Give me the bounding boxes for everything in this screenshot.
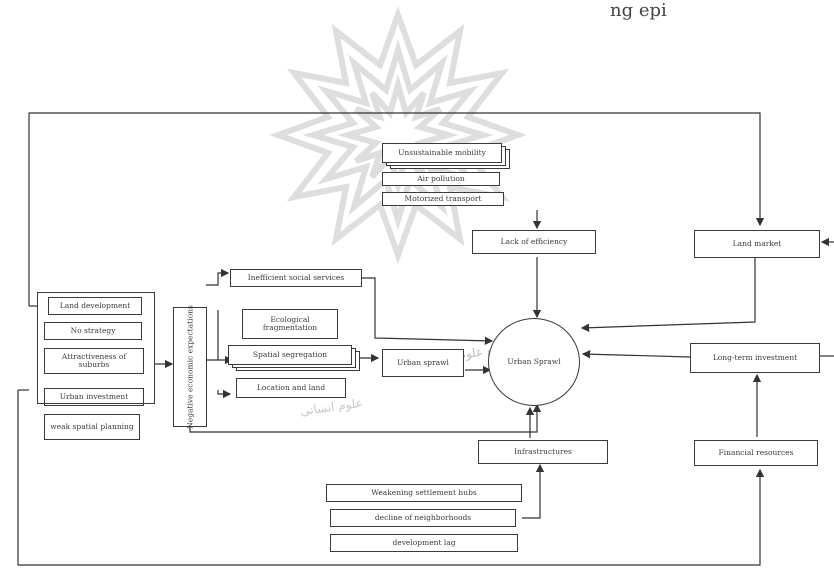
node-attractiveness: Attractiveness of suburbs	[44, 348, 144, 374]
node-ecological-fragmentation: Ecological fragmentation	[242, 309, 338, 339]
node-land-market: Land market	[694, 230, 820, 258]
node-long-term-investment: Long-term investment	[690, 343, 820, 373]
node-financial-resources: Financial resources	[694, 440, 818, 466]
node-negative-economic-expectations: Negative economic expectations	[173, 305, 207, 429]
node-development-lag: development lag	[330, 534, 518, 552]
node-air-pollution: Air pollution	[382, 172, 500, 186]
node-no-strategy: No strategy	[44, 322, 142, 340]
node-land-development: Land development	[48, 297, 142, 315]
node-spatial-segregation: Spatial segregation	[228, 345, 352, 365]
node-inefficient-social-services: Inefficient social services	[230, 269, 362, 287]
node-location-and-land: Location and land	[236, 378, 346, 398]
node-infrastructures: Infrastructures	[478, 440, 608, 464]
node-weak-spatial-planning: weak spatial planning	[44, 414, 140, 440]
node-weakening-settlement-hubs: Weakening settlement hubs	[326, 484, 522, 502]
node-motorized-transport: Motorized transport	[382, 192, 504, 206]
top-text: ng epi	[610, 0, 667, 21]
node-urban-investment: Urban investment	[44, 388, 144, 406]
node-unsustainable-mobility: Unsustainable mobility	[382, 143, 502, 163]
left-column-frame	[37, 292, 155, 404]
node-urban-sprawl-center: Urban Sprawl	[488, 318, 580, 406]
node-urban-sprawl-box: Urban sprawl	[382, 349, 464, 377]
node-lack-of-efficiency: Lack of efficiency	[472, 230, 596, 254]
node-decline-of-neighborhoods: decline of neighborhoods	[330, 509, 516, 527]
